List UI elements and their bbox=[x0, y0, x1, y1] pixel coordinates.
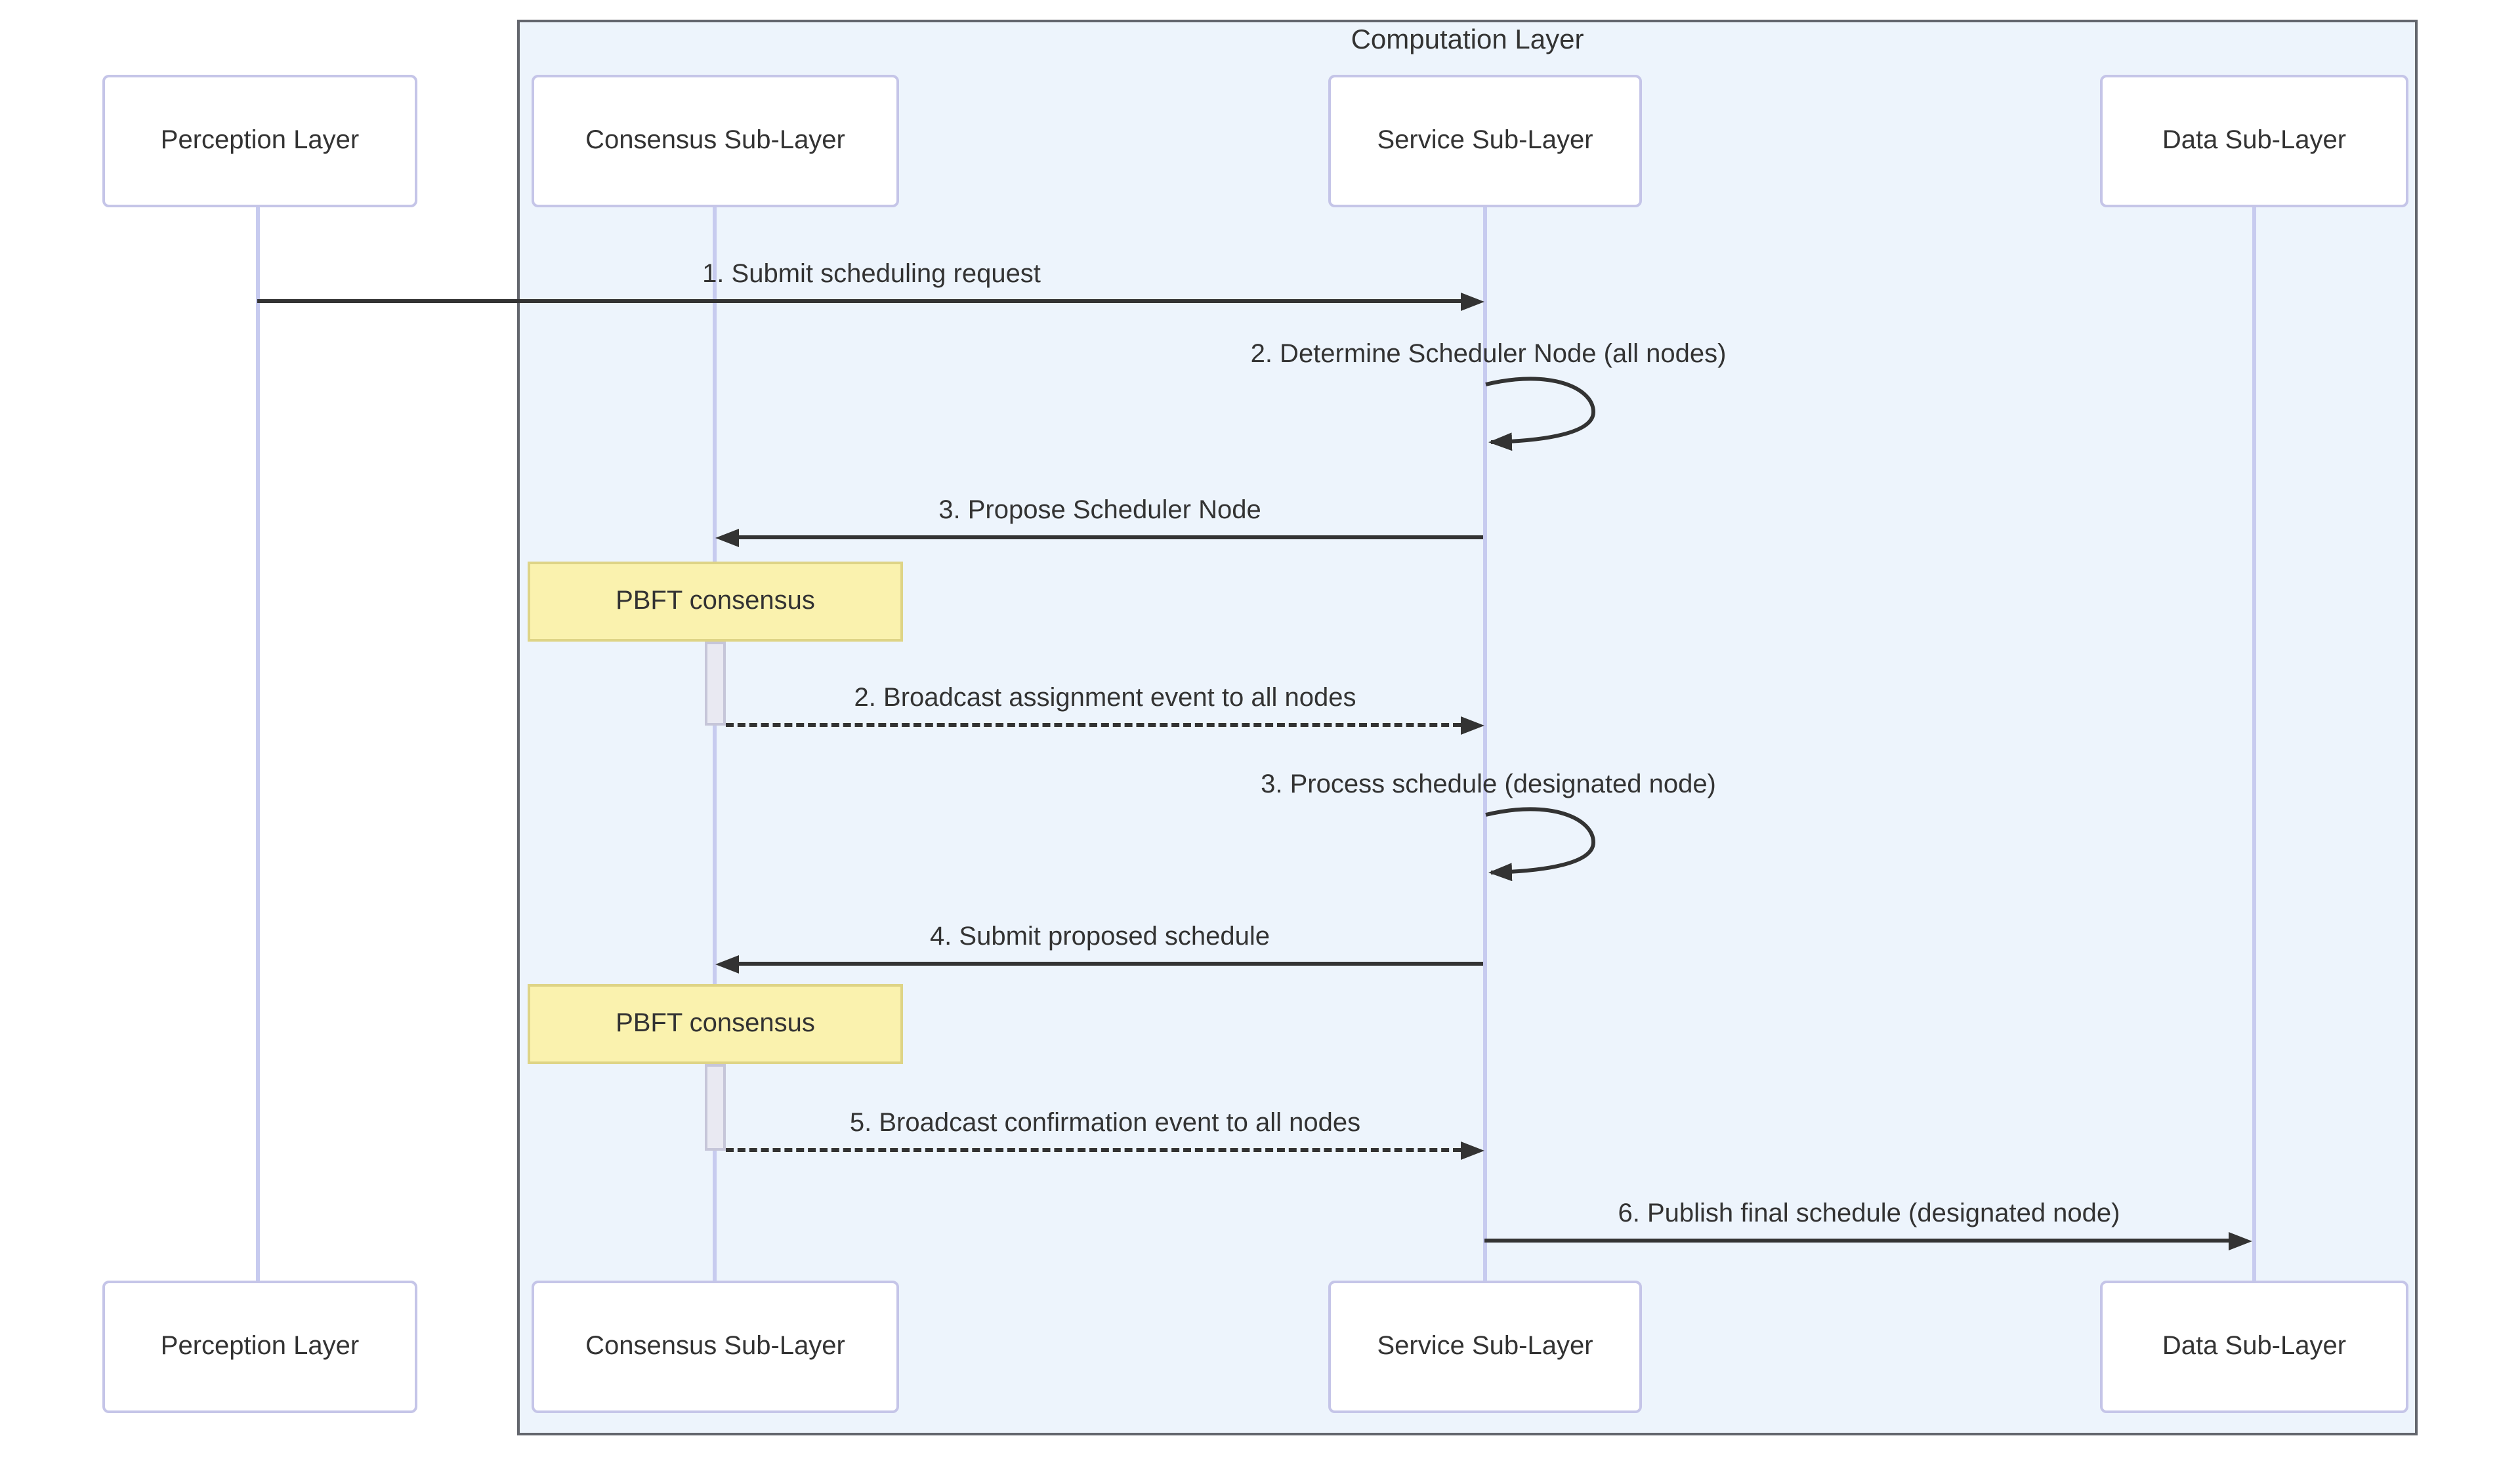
actor-label: Service Sub-Layer bbox=[1377, 126, 1593, 155]
arrowhead-icon bbox=[715, 529, 739, 547]
arrowhead-icon bbox=[715, 955, 739, 974]
message-1-label: 1. Submit scheduling request bbox=[702, 260, 1041, 289]
actor-perception-layer-top: Perception Layer bbox=[102, 75, 417, 207]
message-4-line bbox=[726, 723, 1461, 727]
note-pbft-consensus-1: PBFT consensus bbox=[528, 562, 903, 642]
actor-label: Data Sub-Layer bbox=[2162, 126, 2347, 155]
lifeline-service bbox=[1483, 207, 1487, 1281]
actor-label: Service Sub-Layer bbox=[1377, 1332, 1593, 1361]
message-8-label: 6. Publish final schedule (designated no… bbox=[1618, 1199, 2120, 1228]
self-loop-icon bbox=[1485, 807, 1596, 882]
actor-perception-layer-bottom: Perception Layer bbox=[102, 1281, 417, 1413]
note-pbft-consensus-2: PBFT consensus bbox=[528, 984, 903, 1064]
activation-bar-1 bbox=[705, 642, 726, 726]
arrowhead-icon bbox=[1461, 293, 1484, 311]
actor-data-sublayer-bottom: Data Sub-Layer bbox=[2100, 1281, 2408, 1413]
actor-consensus-sublayer-top: Consensus Sub-Layer bbox=[532, 75, 899, 207]
actor-service-sublayer-bottom: Service Sub-Layer bbox=[1328, 1281, 1642, 1413]
message-4-label: 2. Broadcast assignment event to all nod… bbox=[854, 684, 1356, 712]
actor-label: Data Sub-Layer bbox=[2162, 1332, 2347, 1361]
lifeline-perception bbox=[256, 207, 260, 1281]
message-3-line bbox=[739, 535, 1483, 539]
message-8-line bbox=[1484, 1239, 2229, 1243]
actor-service-sublayer-top: Service Sub-Layer bbox=[1328, 75, 1642, 207]
message-7-line bbox=[726, 1148, 1461, 1152]
arrowhead-icon bbox=[2229, 1232, 2252, 1250]
message-6-line bbox=[739, 962, 1483, 966]
actor-label: Perception Layer bbox=[160, 1332, 360, 1361]
frame-title: Computation Layer bbox=[1351, 25, 1584, 55]
message-1-line bbox=[257, 299, 1461, 303]
actor-label: Perception Layer bbox=[160, 126, 360, 155]
arrowhead-icon bbox=[1461, 1142, 1484, 1160]
message-6-label: 4. Submit proposed schedule bbox=[929, 922, 1270, 951]
actor-label: Consensus Sub-Layer bbox=[585, 126, 845, 155]
note-label: PBFT consensus bbox=[616, 1009, 815, 1038]
message-5-label: 3. Process schedule (designated node) bbox=[1261, 770, 1716, 799]
note-label: PBFT consensus bbox=[616, 586, 815, 615]
self-loop-icon bbox=[1485, 377, 1596, 451]
message-3-label: 3. Propose Scheduler Node bbox=[938, 496, 1261, 525]
message-2-label: 2. Determine Scheduler Node (all nodes) bbox=[1250, 340, 1727, 369]
actor-data-sublayer-top: Data Sub-Layer bbox=[2100, 75, 2408, 207]
actor-label: Consensus Sub-Layer bbox=[585, 1332, 845, 1361]
message-7-label: 5. Broadcast confirmation event to all n… bbox=[849, 1109, 1361, 1138]
lifeline-consensus bbox=[713, 207, 717, 1281]
actor-consensus-sublayer-bottom: Consensus Sub-Layer bbox=[532, 1281, 899, 1413]
lifeline-data bbox=[2252, 207, 2256, 1281]
activation-bar-2 bbox=[705, 1064, 726, 1151]
arrowhead-icon bbox=[1461, 716, 1484, 735]
